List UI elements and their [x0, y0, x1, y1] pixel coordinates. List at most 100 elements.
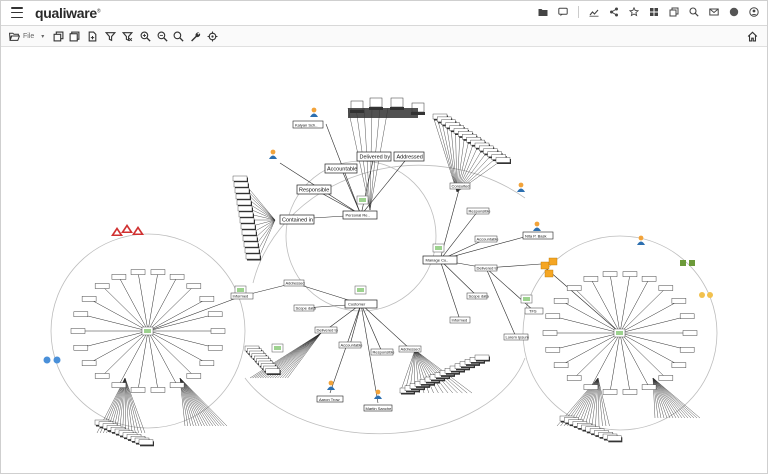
zoom-fit-icon[interactable]: [173, 30, 184, 42]
menu-icon[interactable]: [11, 7, 23, 18]
zoom-out-icon[interactable]: [157, 30, 168, 42]
share-icon[interactable]: [609, 7, 619, 17]
edge-line: [552, 332, 621, 351]
document-add-icon[interactable]: [87, 30, 98, 42]
edge-line: [619, 332, 680, 366]
edge-line: [259, 219, 276, 257]
document-thumb: [274, 346, 281, 350]
mail-icon[interactable]: [709, 7, 719, 17]
globe-icon[interactable]: [729, 7, 739, 17]
orange-box-icon: [540, 261, 550, 270]
edge-line: [88, 298, 149, 332]
right-hub-satellite: [602, 389, 618, 395]
edge-line: [147, 272, 159, 332]
wrench-icon[interactable]: [190, 30, 201, 42]
right-hub-satellite: [682, 330, 698, 336]
right-hub-satellite: [671, 362, 687, 368]
edge-line: [179, 377, 211, 427]
edge-line: [101, 285, 149, 332]
person-body: [533, 227, 541, 231]
edge-line: [313, 188, 362, 216]
chart-icon[interactable]: [589, 7, 599, 17]
left-hub-satellite: [81, 360, 97, 366]
edge-line: [590, 278, 621, 334]
filter-clear-icon[interactable]: [122, 30, 133, 42]
filter-icon[interactable]: [105, 30, 116, 42]
edge-line: [560, 300, 621, 334]
edge-line: [349, 303, 362, 346]
stack-icon[interactable]: [69, 30, 80, 42]
home-icon[interactable]: [747, 30, 758, 42]
edge-line: [619, 332, 631, 392]
edge-line: [296, 214, 362, 220]
gold-node-icon: [707, 292, 713, 298]
orange-box-icon: [544, 269, 554, 278]
edge-line: [597, 377, 610, 427]
right-hub-satellite: [641, 384, 657, 390]
edge-line: [284, 332, 322, 379]
edge-line: [147, 313, 216, 332]
warning-icon-inner: [124, 227, 130, 232]
person-icon-p3: [328, 380, 334, 386]
left-hub-satellite: [130, 269, 146, 275]
copy-icon[interactable]: [669, 7, 679, 17]
left-hub-satellite: [199, 296, 215, 302]
right-hub-satellite: [566, 285, 582, 291]
user-icon[interactable]: [749, 7, 759, 17]
right-hub-satellite: [566, 375, 582, 381]
edge-line: [652, 377, 674, 419]
edge-line: [432, 115, 458, 193]
brand-name: qualiware: [35, 5, 97, 21]
edge-line: [80, 330, 149, 349]
edge-line: [439, 210, 479, 261]
warning-icon-inner: [114, 230, 120, 235]
person-body: [637, 241, 645, 245]
edge-line: [414, 349, 463, 394]
toolbar-separator: [578, 6, 579, 18]
edge-line: [251, 219, 276, 227]
target-icon[interactable]: [207, 30, 218, 42]
document-thumb: [144, 329, 151, 333]
right-hub-satellite: [622, 271, 638, 277]
comment-icon[interactable]: [558, 7, 568, 17]
relationship-diagram[interactable]: [5, 48, 763, 471]
edge-line: [179, 377, 214, 427]
diagram-canvas[interactable]: Delivered by Addressed Accountable Respo…: [5, 48, 763, 471]
stack-left-upper-item: [234, 187, 250, 194]
edge-line: [124, 377, 139, 434]
right-hub-satellite: [545, 347, 561, 353]
edge-line: [287, 332, 322, 379]
grid-icon[interactable]: [649, 7, 659, 17]
edge-line: [399, 349, 416, 394]
edge-line: [456, 154, 492, 193]
edge-line: [652, 377, 686, 419]
left-hub-satellite: [73, 345, 89, 351]
right-hub-satellite: [641, 276, 657, 282]
zoom-in-icon[interactable]: [140, 30, 151, 42]
diagram-nodes: [43, 107, 713, 399]
star-icon[interactable]: [629, 7, 639, 17]
edge-line: [414, 349, 444, 394]
top-stack-base: [348, 108, 418, 118]
brand-logo[interactable]: qualiware®: [35, 5, 101, 21]
edge-line: [619, 315, 688, 334]
top-document-icon: [369, 97, 383, 108]
edge-line: [456, 133, 461, 193]
edge-line: [619, 287, 667, 334]
edge-line: [652, 377, 698, 419]
edge-line: [147, 330, 195, 377]
layers-icon[interactable]: [53, 30, 64, 42]
search-icon[interactable]: [689, 7, 699, 17]
edge-line: [485, 267, 517, 338]
edge-line: [439, 259, 478, 297]
right-hub-satellite: [622, 389, 638, 395]
folder-icon[interactable]: [538, 7, 548, 17]
right-hub-satellite: [671, 298, 687, 304]
edge-line: [293, 282, 362, 305]
edge-line: [597, 377, 600, 427]
stack-left-upper-item: [232, 175, 248, 182]
edge-line: [118, 276, 149, 332]
file-menu-button[interactable]: File ▾: [9, 30, 44, 42]
outer-arc-bottom: [244, 357, 526, 435]
edge-line: [147, 276, 178, 332]
